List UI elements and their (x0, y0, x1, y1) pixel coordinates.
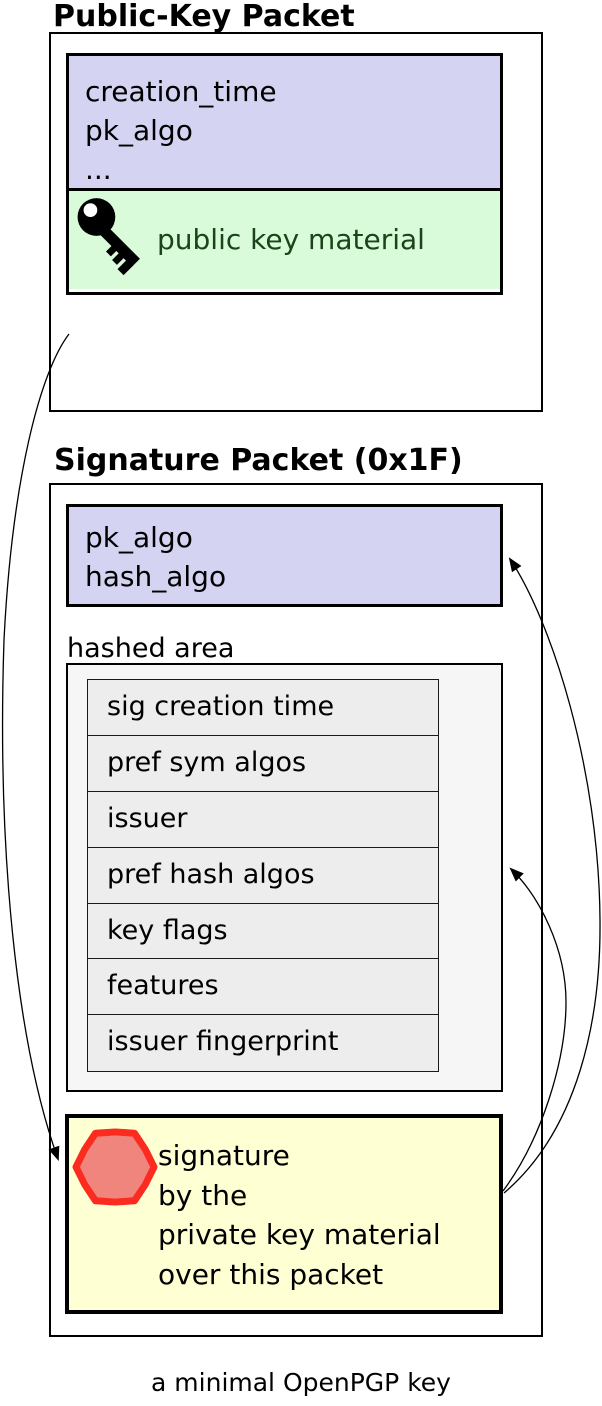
subpacket-key-flags: key flags (88, 903, 438, 960)
field-ellipsis: ... (85, 153, 112, 186)
field-creation-time: creation_time (85, 75, 277, 108)
public-key-material-section: public key material (69, 191, 500, 289)
signature-line-4: over this packet (158, 1257, 384, 1291)
signature-description: signature by the private key material ov… (158, 1136, 441, 1294)
signature-fields-box: pk_algo hash_algo (66, 504, 503, 607)
field-pk-algo: pk_algo (85, 114, 193, 147)
signature-line-3: private key material (158, 1218, 441, 1251)
signature-value-box: signature by the private key material ov… (65, 1114, 503, 1314)
subpacket-pref-hash-algos: pref hash algos (88, 847, 438, 904)
public-key-packet-title: Public-Key Packet (53, 0, 355, 34)
hashed-area-label: hashed area (67, 633, 235, 664)
field-sig-pk-algo: pk_algo (85, 521, 193, 554)
public-key-material-label: public key material (157, 223, 425, 256)
signature-line-1: signature (158, 1139, 290, 1172)
key-icon (77, 198, 140, 276)
signature-line-2: by the (158, 1178, 248, 1212)
subpacket-table: sig creation time pref sym algos issuer … (87, 679, 439, 1073)
subpacket-features: features (88, 959, 438, 1016)
subpacket-issuer-fingerprint: issuer fingerprint (88, 1015, 438, 1072)
seal-icon (72, 1128, 158, 1206)
hashed-area-box: sig creation time pref sym algos issuer … (66, 663, 503, 1092)
diagram-caption: a minimal OpenPGP key (151, 1368, 451, 1397)
subpacket-issuer: issuer (88, 791, 438, 848)
subpacket-sig-creation-time: sig creation time (88, 680, 438, 736)
field-sig-hash-algo: hash_algo (85, 560, 227, 593)
public-key-inner-box: creation_time pk_algo ... public key mat… (66, 53, 503, 295)
signature-packet-title: Signature Packet (0x1F) (54, 443, 463, 478)
subpacket-pref-sym-algos: pref sym algos (88, 735, 438, 792)
public-key-fields: creation_time pk_algo ... (69, 56, 500, 191)
